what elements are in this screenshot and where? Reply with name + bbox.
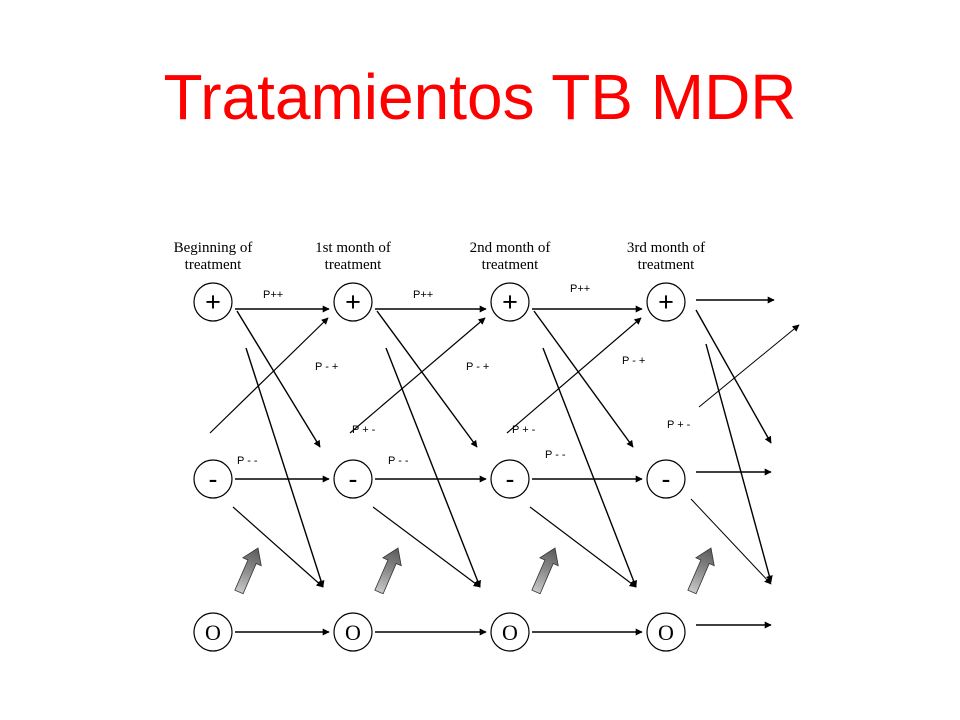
- state-symbol-other: O: [502, 620, 518, 645]
- other-to-neg-block-arrow: [687, 547, 715, 595]
- column-header-line: 1st month of: [315, 240, 391, 256]
- transition-probability-label: P - +: [315, 361, 338, 373]
- column-header-line: treatment: [185, 257, 242, 273]
- state-circle-negative: [490, 459, 530, 499]
- state-circle-negative: [193, 459, 233, 499]
- state-circle-other: [646, 612, 686, 652]
- transition-probability-label: P - -: [237, 455, 258, 467]
- pos-to-other-arrow: [542, 347, 637, 588]
- state-symbol-other: O: [345, 620, 361, 645]
- column-header-line: 3rd month of: [627, 240, 705, 256]
- other-to-neg-block-arrow: [531, 547, 559, 595]
- state-circle-positive: [490, 282, 530, 322]
- column-header-line: treatment: [638, 257, 695, 273]
- transition-probability-label: P + -: [512, 424, 536, 436]
- transition-probability-label: P - +: [466, 361, 489, 373]
- slide-title: Tratamientos TB MDR: [163, 61, 797, 133]
- transition-probability-label: P - +: [622, 355, 645, 367]
- state-symbol-negative: -: [506, 464, 515, 494]
- state-circle-other: [193, 612, 233, 652]
- state-symbol-negative: -: [662, 464, 671, 494]
- state-symbol-positive: +: [205, 287, 221, 317]
- state-circle-other: [333, 612, 373, 652]
- other-to-neg-block-arrow: [234, 547, 262, 595]
- transition-probability-label: P - -: [545, 449, 566, 461]
- state-circle-other: [490, 612, 530, 652]
- pos-to-neg-arrow: [236, 310, 321, 448]
- transition-probability-label: P + -: [352, 424, 376, 436]
- neg-to-other-arrow: [232, 506, 324, 588]
- transition-probability-label: P - -: [388, 455, 409, 467]
- column-header-line: Beginning of: [174, 240, 253, 256]
- pos-to-neg-arrow: [376, 310, 478, 448]
- transition-probability-label: P++: [263, 289, 283, 301]
- column-header-line: 2nd month of: [470, 240, 551, 256]
- state-symbol-positive: +: [658, 287, 674, 317]
- neg-to-other-arrow: [529, 506, 637, 588]
- neg-to-pos-arrow: [349, 317, 486, 434]
- state-symbol-positive: +: [345, 287, 361, 317]
- state-symbol-other: O: [205, 620, 221, 645]
- neg-to-pos-arrow: [698, 324, 800, 408]
- neg-to-pos-arrow: [506, 317, 642, 434]
- column-header-line: treatment: [325, 257, 382, 273]
- state-circle-negative: [646, 459, 686, 499]
- neg-to-other-arrow: [690, 498, 772, 585]
- state-symbol-negative: -: [209, 464, 218, 494]
- column-header-line: treatment: [482, 257, 539, 273]
- transition-probability-label: P++: [570, 283, 590, 295]
- pos-to-other-arrow: [385, 347, 481, 588]
- state-circle-positive: [646, 282, 686, 322]
- neg-to-pos-arrow: [209, 317, 329, 434]
- state-symbol-negative: -: [349, 464, 358, 494]
- state-circle-positive: [193, 282, 233, 322]
- neg-to-other-arrow: [372, 506, 481, 588]
- pos-to-other-arrow: [705, 343, 773, 583]
- state-circle-negative: [333, 459, 373, 499]
- other-to-neg-block-arrow: [374, 547, 402, 595]
- pos-to-other-arrow: [245, 347, 325, 588]
- transition-probability-label: P++: [413, 289, 433, 301]
- state-circle-positive: [333, 282, 373, 322]
- state-symbol-positive: +: [502, 287, 518, 317]
- pos-to-neg-arrow: [533, 310, 634, 448]
- state-symbol-other: O: [658, 620, 674, 645]
- transition-probability-label: P + -: [667, 419, 691, 431]
- pos-to-neg-arrow: [695, 309, 772, 444]
